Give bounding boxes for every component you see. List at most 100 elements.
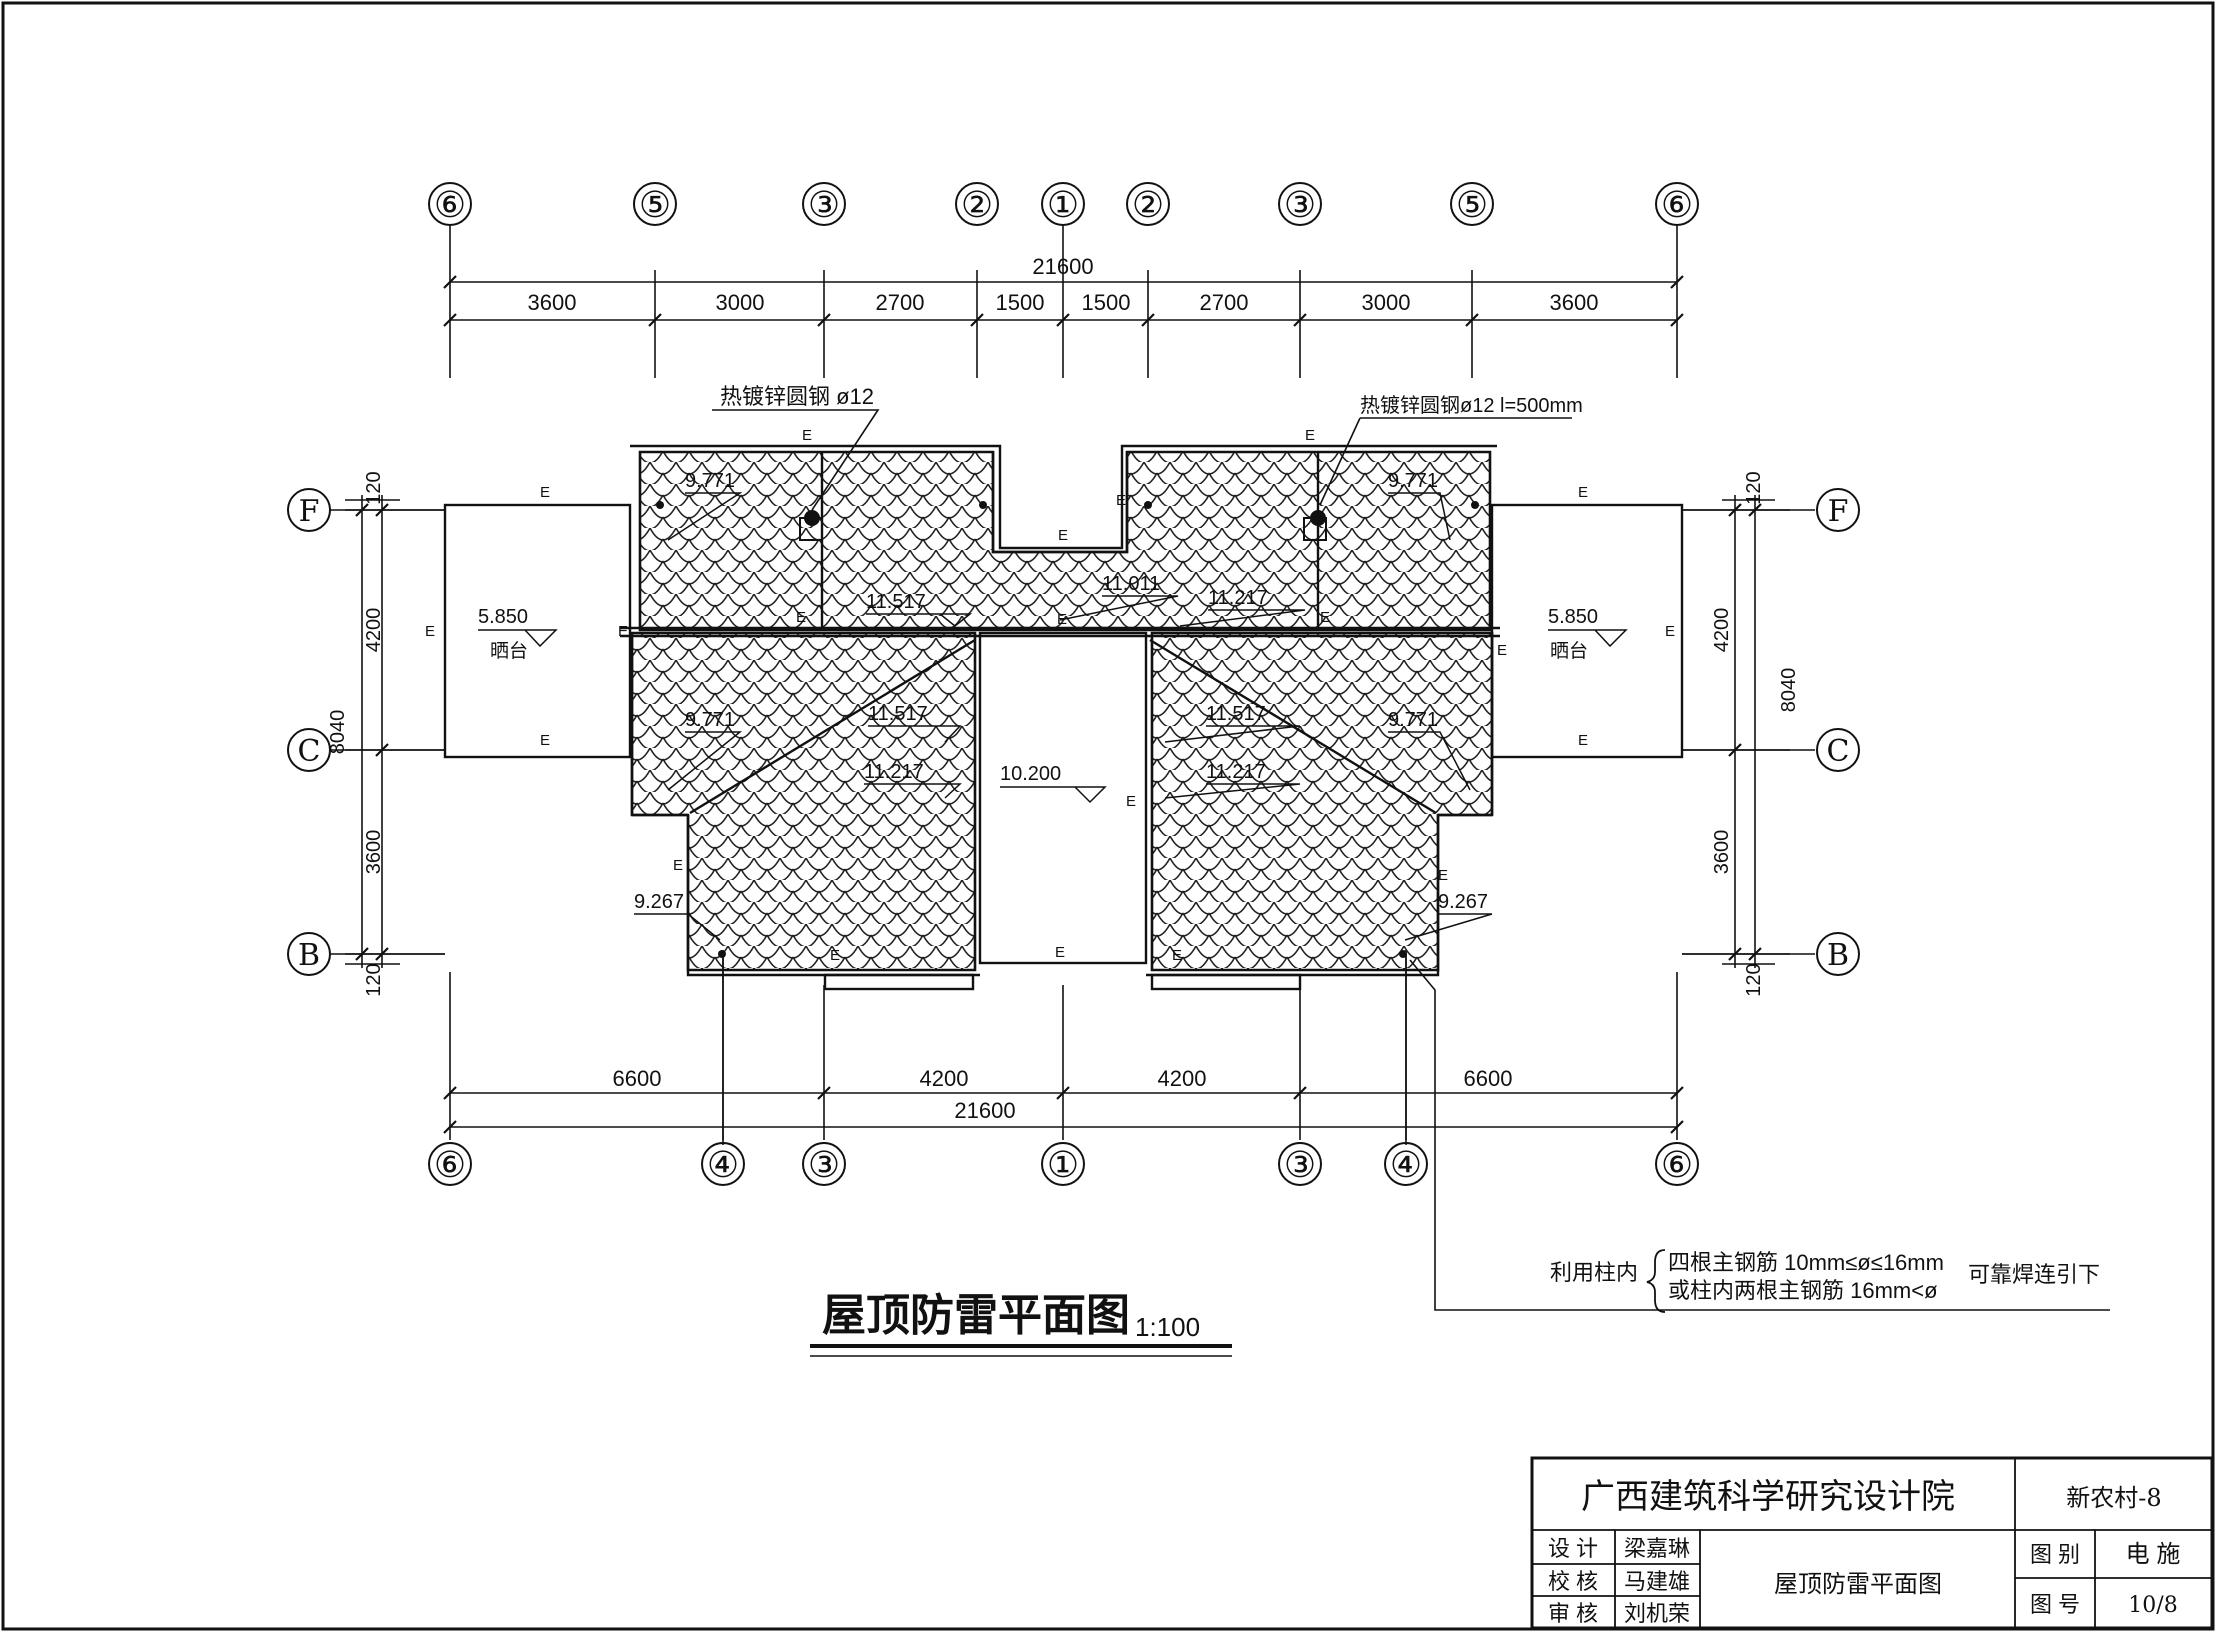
axis-right-b-label: B xyxy=(1827,938,1849,973)
dim-top-6: 2700 xyxy=(1200,290,1249,315)
roof-tiles xyxy=(630,450,1494,972)
axis-top-7-label: ③ xyxy=(1284,184,1316,225)
axis-top-1: ⑥ xyxy=(428,182,472,226)
notch-outline xyxy=(991,452,1129,554)
dim-top-total: 21600 xyxy=(1032,254,1093,279)
axis-bottom-2: ④ xyxy=(701,1142,745,1186)
axis-top-4: ② xyxy=(955,182,999,226)
dim-right-3: 3600 xyxy=(1711,830,1733,875)
axis-left-b: B xyxy=(287,932,331,976)
dim-left-2: 4200 xyxy=(363,608,385,653)
axis-top-8: ⑤ xyxy=(1450,182,1494,226)
axis-left-c-label: C xyxy=(298,734,321,769)
axis-top-1-label: ⑥ xyxy=(434,184,466,225)
terrace-right-label: 晒台 xyxy=(1550,640,1588,662)
elev-mid-2: 11.011 xyxy=(1102,573,1160,595)
dim-top-2: 3000 xyxy=(716,290,765,315)
axis-top-5: ① xyxy=(1041,182,1085,226)
roof-mid-left xyxy=(630,631,977,972)
down-conductor-leaders xyxy=(722,955,2110,1311)
elev-upper-4: 9.771 xyxy=(1388,709,1438,731)
axis-right-c-label: C xyxy=(1827,734,1850,769)
elevation-marks: 9.771 9.771 9.771 9.771 11.517 11.011 11… xyxy=(478,470,1598,913)
dim-right-1: 120 xyxy=(1743,471,1765,504)
e-mark: E xyxy=(1116,492,1126,509)
rod-left-base xyxy=(799,517,823,541)
axis-bubbles-left: F C B xyxy=(287,488,331,976)
e-mark: E xyxy=(1172,947,1182,964)
project-code: 新农村-8 xyxy=(2066,1484,2161,1512)
axis-bottom-7-label: ⑥ xyxy=(1661,1144,1693,1185)
dim-right: 8040 120 4200 3600 120 xyxy=(1711,471,1800,996)
dim-bottom-segments: 6600 4200 4200 6600 xyxy=(613,1066,1513,1091)
down-conductor-note: 利用柱内 四根主钢筋 10mm≤ø≤16mm 或柱内两根主钢筋 16mm<ø 可… xyxy=(1550,1249,2100,1313)
name-design: 梁嘉琳 xyxy=(1624,1536,1690,1561)
axis-top-3: ③ xyxy=(802,182,846,226)
air-terminals xyxy=(656,501,1479,958)
dim-top-7: 3000 xyxy=(1362,290,1411,315)
axis-bubbles-top: ⑥ ⑤ ③ ② ① ② ③ ⑤ ⑥ xyxy=(428,182,1699,226)
note-line1: 四根主钢筋 10mm≤ø≤16mm xyxy=(1668,1250,1944,1275)
conductor-e-marks: E E E E E E E E E E E E E E E E E E E E … xyxy=(425,427,1675,964)
note-brace xyxy=(1646,1249,1666,1313)
elev-low-2: 9.267 xyxy=(1438,891,1488,913)
axis-top-7: ③ xyxy=(1278,182,1322,226)
axis-right-c: C xyxy=(1816,728,1860,772)
role-design: 设 计 xyxy=(1548,1536,1598,1561)
elev-mid-3: 11.217 xyxy=(1208,587,1268,609)
dim-right-4: 120 xyxy=(1743,963,1765,996)
elev-mid-5: 11.217 xyxy=(864,761,924,783)
e-mark: E xyxy=(1058,527,1068,544)
axis-right-b: B xyxy=(1816,932,1860,976)
elev-mid-1: 11.517 xyxy=(866,591,926,613)
e-mark: E xyxy=(1578,484,1588,501)
axis-top-2-label: ⑤ xyxy=(639,184,671,225)
axis-top-6-label: ② xyxy=(1132,184,1164,225)
dim-left-outer: 8040 xyxy=(327,710,349,755)
category-label: 图 别 xyxy=(2030,1542,2080,1567)
e-mark: E xyxy=(1665,623,1675,640)
rod-right-base xyxy=(1303,517,1327,541)
dim-bottom-total: 21600 xyxy=(954,1098,1015,1123)
axis-bottom-3-label: ③ xyxy=(808,1144,840,1185)
axis-top-2: ⑤ xyxy=(633,182,677,226)
rod-left-label: 热镀锌圆钢 ø12 xyxy=(720,384,874,409)
category-value: 电 施 xyxy=(2126,1541,2181,1568)
axis-bottom-3: ③ xyxy=(802,1142,846,1186)
elev-mid-4: 11.517 xyxy=(868,703,928,725)
elevation-triangles xyxy=(478,492,1628,941)
dim-bottom-2: 4200 xyxy=(920,1066,969,1091)
upper-notch xyxy=(998,440,1125,550)
e-mark: E xyxy=(673,857,683,874)
terrace-left xyxy=(443,503,632,759)
e-mark: E xyxy=(425,623,435,640)
role-check: 校 核 xyxy=(1548,1569,1598,1594)
e-mark: E xyxy=(618,623,628,640)
e-mark: E xyxy=(1057,611,1067,628)
dim-top-3: 2700 xyxy=(876,290,925,315)
axis-left-f-label: F xyxy=(299,494,320,529)
e-mark: E xyxy=(540,732,550,749)
dimension-ticks xyxy=(355,275,1762,1134)
axis-right-f-label: F xyxy=(1828,494,1849,529)
axis-left-c: C xyxy=(287,728,331,772)
center-atrium xyxy=(978,631,1148,965)
dim-left-4: 120 xyxy=(363,963,385,996)
note-line2: 或柱内两根主钢筋 16mm<ø xyxy=(1668,1278,1938,1303)
elev-low-1: 9.267 xyxy=(634,891,684,913)
dim-left-1: 120 xyxy=(363,471,385,504)
e-mark: E xyxy=(1438,867,1448,884)
rod-right-leader xyxy=(1319,417,1572,506)
elev-upper-2: 9.771 xyxy=(1388,470,1438,492)
axis-bottom-4-label: ① xyxy=(1047,1144,1079,1185)
axis-bottom-5-label: ③ xyxy=(1284,1144,1316,1185)
elev-upper-1: 9.771 xyxy=(685,470,735,492)
axis-bottom-6-label: ④ xyxy=(1390,1144,1422,1185)
axis-top-8-label: ⑤ xyxy=(1456,184,1488,225)
e-mark: E xyxy=(1497,642,1507,659)
e-mark: E xyxy=(1055,944,1065,961)
terrace-left-label: 晒台 xyxy=(490,640,528,662)
name-check: 马建雄 xyxy=(1624,1569,1690,1594)
axis-top-6: ② xyxy=(1126,182,1170,226)
drawing-title: 屋顶防雷平面图 xyxy=(822,1291,1130,1340)
